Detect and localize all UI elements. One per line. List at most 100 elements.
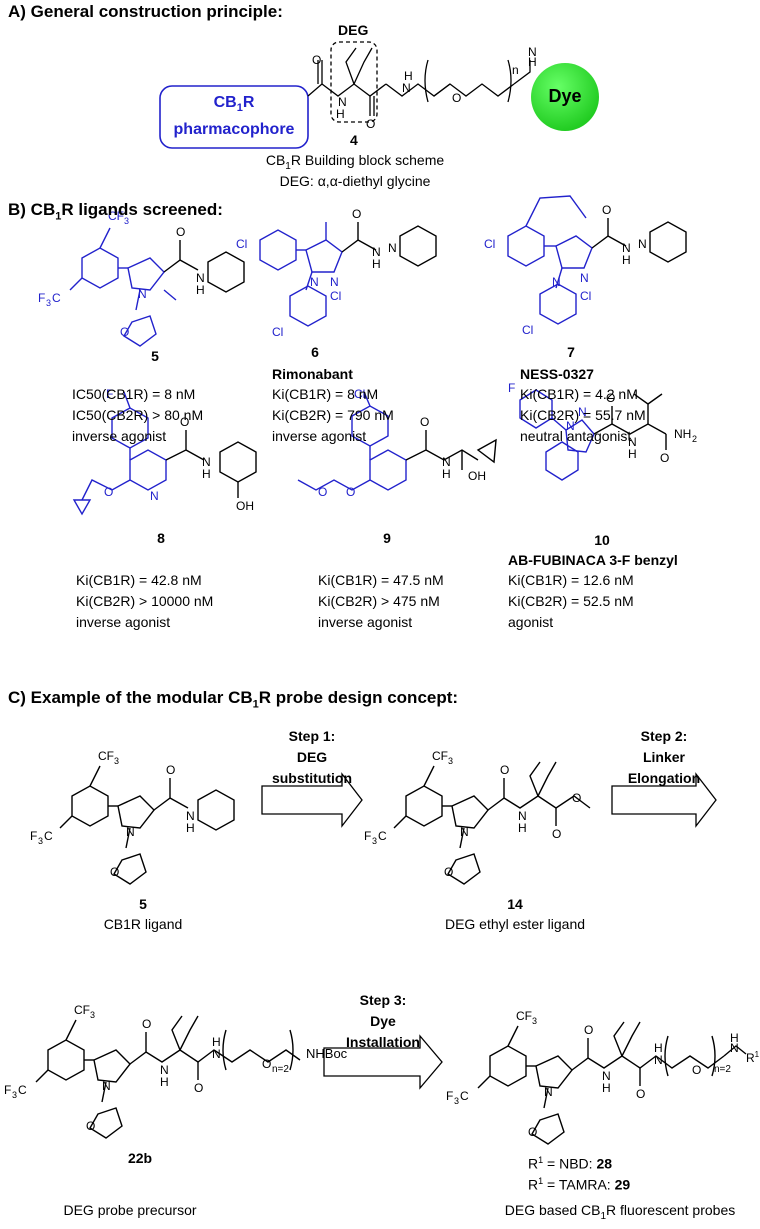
- svg-text:H: H: [160, 1075, 169, 1089]
- section-a-caption2: DEG: α,α-diethyl glycine: [279, 173, 431, 189]
- svg-text:CF: CF: [74, 1003, 90, 1017]
- cmpd14-caption: DEG ethyl ester ligand: [444, 916, 586, 932]
- svg-text:F: F: [446, 1089, 453, 1103]
- svg-text:N: N: [126, 825, 135, 839]
- svg-text:2: 2: [692, 434, 697, 444]
- svg-text:Cl: Cl: [484, 237, 495, 251]
- svg-text:O: O: [120, 325, 129, 339]
- ligand-7-number: 7: [567, 344, 575, 360]
- n2-label-22b: n=2: [272, 1064, 289, 1075]
- final-caption: DEG based CB1R fluorescent probes: [504, 1202, 736, 1222]
- svg-text:N: N: [160, 1063, 169, 1077]
- ligand-9-data: Ki(CB1R) = 47.5 nM Ki(CB2R) > 475 nM inv…: [318, 572, 444, 630]
- dye-label: Dye: [548, 86, 582, 106]
- svg-text:Cl: Cl: [580, 289, 591, 303]
- svg-text:O: O: [500, 763, 509, 777]
- svg-text:O: O: [572, 791, 581, 805]
- svg-text:O: O: [452, 91, 461, 105]
- svg-text:O: O: [346, 485, 355, 499]
- svg-text:N: N: [102, 1079, 111, 1093]
- svg-text:N: N: [460, 825, 469, 839]
- step1-label: Step 1: DEG substitution: [271, 728, 353, 786]
- svg-text:Cl: Cl: [330, 289, 341, 303]
- svg-text:O: O: [366, 117, 375, 131]
- svg-text:H: H: [528, 55, 537, 69]
- svg-text:H: H: [628, 447, 637, 461]
- svg-text:O: O: [584, 1023, 593, 1037]
- structure-10: [519, 389, 667, 481]
- structure-c5: [59, 765, 235, 885]
- svg-text:H: H: [442, 467, 451, 481]
- cmpd22-caption: DEG probe precursor: [63, 1202, 197, 1218]
- svg-text:N: N: [138, 287, 147, 301]
- svg-text:N: N: [388, 241, 397, 255]
- svg-text:N: N: [730, 1041, 739, 1055]
- pharmacophore-box: [159, 85, 309, 149]
- svg-text:O: O: [602, 203, 611, 217]
- r1-tamra-line: R1 = TAMRA: 29: [528, 1176, 631, 1193]
- svg-text:O: O: [352, 207, 361, 221]
- svg-text:O: O: [552, 827, 561, 841]
- section-c-heading: C) Example of the modular CB1R probe des…: [8, 688, 459, 711]
- svg-text:O: O: [194, 1081, 203, 1095]
- svg-text:F: F: [364, 829, 371, 843]
- pharmacophore-label: CB1R pharmacophore: [173, 94, 295, 139]
- svg-text:H: H: [202, 467, 211, 481]
- cmpd5-caption: CB1R ligand: [103, 916, 183, 932]
- r1-label-structure: R1: [746, 1050, 760, 1065]
- svg-text:Cl: Cl: [272, 325, 283, 339]
- svg-text:H: H: [372, 257, 381, 271]
- svg-text:CF: CF: [432, 749, 448, 763]
- structure-22b: [35, 1015, 301, 1139]
- svg-text:N: N: [654, 1053, 663, 1067]
- ligand-7-name: NESS-0327: [520, 366, 594, 382]
- section-a-heading: A) General construction principle:: [8, 2, 283, 21]
- svg-text:CF: CF: [108, 209, 124, 223]
- svg-text:N: N: [622, 241, 631, 255]
- step3-label: Step 3: Dye Installation: [346, 992, 420, 1050]
- svg-text:O: O: [318, 485, 327, 499]
- nhboc-label: NHBoc: [306, 1046, 348, 1061]
- svg-text:OH: OH: [468, 469, 486, 483]
- svg-text:N: N: [628, 435, 637, 449]
- svg-text:N: N: [402, 81, 411, 95]
- cmpd14-number: 14: [507, 896, 523, 912]
- deg-dashed-box: [330, 41, 378, 123]
- svg-text:C: C: [44, 829, 53, 843]
- ligand-10-name: AB-FUBINACA 3-F benzyl: [508, 552, 678, 568]
- svg-text:H: H: [654, 1041, 663, 1055]
- svg-text:NH: NH: [674, 427, 691, 441]
- step2-label: Step 2: Linker Elongation: [627, 728, 701, 786]
- ligand-8-data: Ki(CB1R) = 42.8 nM Ki(CB2R) > 10000 nM i…: [76, 572, 214, 630]
- svg-text:N: N: [602, 1069, 611, 1083]
- svg-text:H: H: [404, 69, 413, 83]
- svg-text:N: N: [212, 1047, 221, 1061]
- svg-text:3: 3: [124, 216, 129, 226]
- r1-nbd-line: R1 = NBD: 28: [528, 1155, 613, 1172]
- svg-text:C: C: [378, 829, 387, 843]
- svg-text:O: O: [528, 1125, 537, 1139]
- svg-text:CF: CF: [516, 1009, 532, 1023]
- svg-text:3: 3: [532, 1016, 537, 1026]
- structure-final-probe: [477, 1021, 747, 1145]
- svg-text:O: O: [660, 451, 669, 465]
- svg-text:3: 3: [454, 1096, 459, 1106]
- cmpd5-number: 5: [139, 896, 147, 912]
- deg-label: DEG: [338, 22, 369, 38]
- svg-text:O: O: [312, 53, 321, 67]
- svg-text:O: O: [262, 1057, 271, 1071]
- svg-text:3: 3: [114, 756, 119, 766]
- svg-text:O: O: [692, 1063, 701, 1077]
- cmpd22-number: 22b: [127, 1150, 153, 1166]
- section-b-heading: B) CB1R ligands screened:: [8, 200, 223, 223]
- svg-text:N: N: [310, 275, 319, 289]
- structure-8: [72, 391, 257, 516]
- structure-6: [259, 222, 437, 327]
- svg-text:3: 3: [46, 298, 51, 308]
- svg-text:3: 3: [448, 756, 453, 766]
- svg-text:F: F: [38, 291, 45, 305]
- svg-text:H: H: [518, 821, 527, 835]
- svg-text:3: 3: [372, 836, 377, 846]
- ligand-7-data: Ki(CB1R) = 4.2 nM Ki(CB2R) = 55.7 nM neu…: [520, 386, 646, 444]
